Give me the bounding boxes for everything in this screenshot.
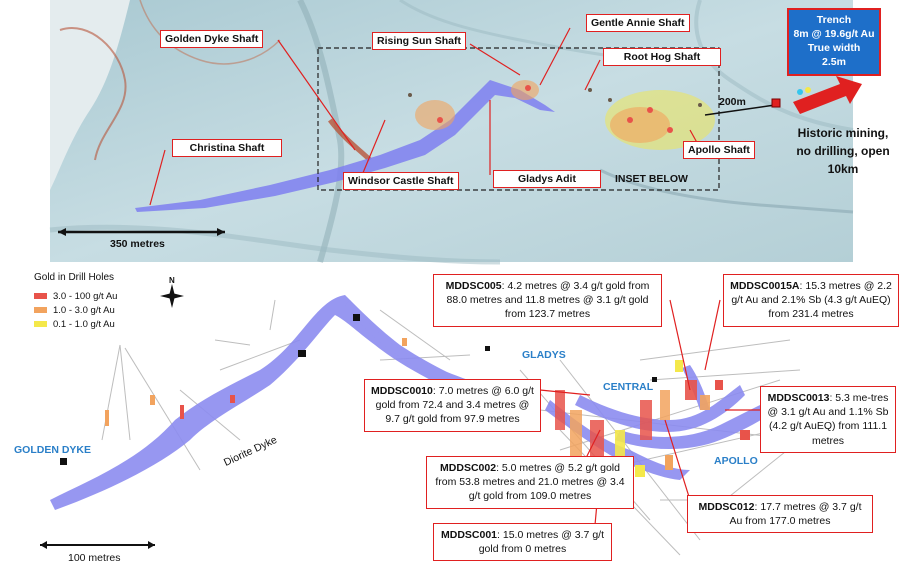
trench-box: Trench 8m @ 19.6g/t Au True width 2.5m <box>787 8 881 76</box>
gladys-adit-label: Gladys Adit <box>493 170 601 188</box>
christina-shaft-label: Christina Shaft <box>172 139 282 157</box>
legend-label-high: 3.0 - 100 g/t Au <box>53 291 118 302</box>
legend-title: Gold in Drill Holes <box>34 272 115 283</box>
windsor-castle-shaft-label: Windsor Castle Shaft <box>343 172 459 190</box>
callout-mddsc001-text: : 15.0 metres @ 3.7 g/t gold from 0 metr… <box>478 529 604 556</box>
central-area-label: CENTRAL <box>603 381 654 393</box>
legend-item-high: 3.0 - 100 g/t Au <box>34 291 117 302</box>
trench-line-4: 2.5m <box>822 56 846 68</box>
inset-below-label: INSET BELOW <box>615 173 688 185</box>
gladys-area-label: GLADYS <box>522 349 566 361</box>
callout-mddsc0013-text: : 5.3 me-tres @ 3.1 g/t Au and 1.1% Sb (… <box>767 392 889 447</box>
historic-mining-arrow <box>793 76 862 114</box>
historic-line-3: 10km <box>827 162 859 176</box>
callout-mddsc0010-text: : 7.0 metres @ 6.0 g/t gold from 72.4 an… <box>375 385 534 426</box>
callout-mddsc005: MDDSC005: 4.2 metres @ 3.4 g/t gold from… <box>433 274 662 327</box>
callout-mddsc0015a-text: : 15.3 metres @ 2.2 g/t Au and 2.1% Sb (… <box>731 280 892 321</box>
golden-dyke-shaft-label: Golden Dyke Shaft <box>160 30 264 48</box>
callout-mddsc002-id: MDDSC002 <box>440 462 497 474</box>
callout-mddsc001: MDDSC001: 15.0 metres @ 3.7 g/t gold fro… <box>433 523 612 562</box>
legend-swatch-mid <box>34 307 47 314</box>
rising-sun-shaft-label: Rising Sun Shaft <box>372 32 466 50</box>
trench-line-2: 8m @ 19.6g/t Au <box>793 28 875 40</box>
callout-mddsc012: MDDSC012: 17.7 metres @ 3.7 g/t Au from … <box>687 495 873 534</box>
callout-mddsc012-text: : 17.7 metres @ 3.7 g/t Au from 177.0 me… <box>729 501 862 528</box>
callout-mddsc0010: MDDSC0010: 7.0 metres @ 6.0 g/t gold fro… <box>364 379 541 432</box>
trench-line-3: True width <box>807 42 861 54</box>
callout-mddsc012-id: MDDSC012 <box>698 501 755 513</box>
trench-line-1: Trench <box>816 14 852 26</box>
golden-dyke-area-label: GOLDEN DYKE <box>14 444 92 456</box>
callout-mddsc0013-id: MDDSC0013 <box>767 392 830 404</box>
legend-swatch-high <box>34 293 47 300</box>
inset-box <box>317 47 720 191</box>
callout-mddsc0013: MDDSC0013: 5.3 me-tres @ 3.1 g/t Au and … <box>760 386 896 453</box>
top-scale-label: 350 metres <box>110 238 165 250</box>
callout-mddsc005-text: : 4.2 metres @ 3.4 g/t gold from 88.0 me… <box>446 280 650 321</box>
legend-label-mid: 1.0 - 3.0 g/t Au <box>53 305 115 316</box>
drill-hole-footprint <box>408 80 715 150</box>
distance-200m-label: 200m <box>719 96 746 108</box>
bottom-scale-label: 100 metres <box>68 552 121 564</box>
legend-item-mid: 1.0 - 3.0 g/t Au <box>34 305 115 316</box>
historic-line-2: no drilling, open <box>796 144 890 158</box>
callout-mddsc002-text: : 5.0 metres @ 5.2 g/t gold from 53.8 me… <box>435 462 625 503</box>
root-hog-shaft-label: Root Hog Shaft <box>603 48 721 66</box>
apollo-area-label: APOLLO <box>714 455 758 467</box>
north-arrow-icon <box>160 284 184 308</box>
callout-mddsc001-id: MDDSC001 <box>441 529 498 541</box>
legend-swatch-low <box>34 321 47 328</box>
legend-item-low: 0.1 - 1.0 g/t Au <box>34 319 115 330</box>
apollo-shaft-label: Apollo Shaft <box>683 141 755 159</box>
callout-mddsc0010-id: MDDSC0010 <box>371 385 433 397</box>
legend-label-low: 0.1 - 1.0 g/t Au <box>53 319 115 330</box>
gentle-annie-shaft-label: Gentle Annie Shaft <box>586 14 690 32</box>
callout-mddsc002: MDDSC002: 5.0 metres @ 5.2 g/t gold from… <box>426 456 634 509</box>
historic-line-1: Historic mining, <box>797 126 889 140</box>
callout-mddsc0015a-id: MDDSC0015A <box>730 280 800 292</box>
north-label: N <box>169 276 175 285</box>
historic-mining-note: Historic mining, no drilling, open 10km <box>788 124 898 178</box>
callout-mddsc005-id: MDDSC005 <box>445 280 502 292</box>
callout-mddsc0015a: MDDSC0015A: 15.3 metres @ 2.2 g/t Au and… <box>723 274 899 327</box>
